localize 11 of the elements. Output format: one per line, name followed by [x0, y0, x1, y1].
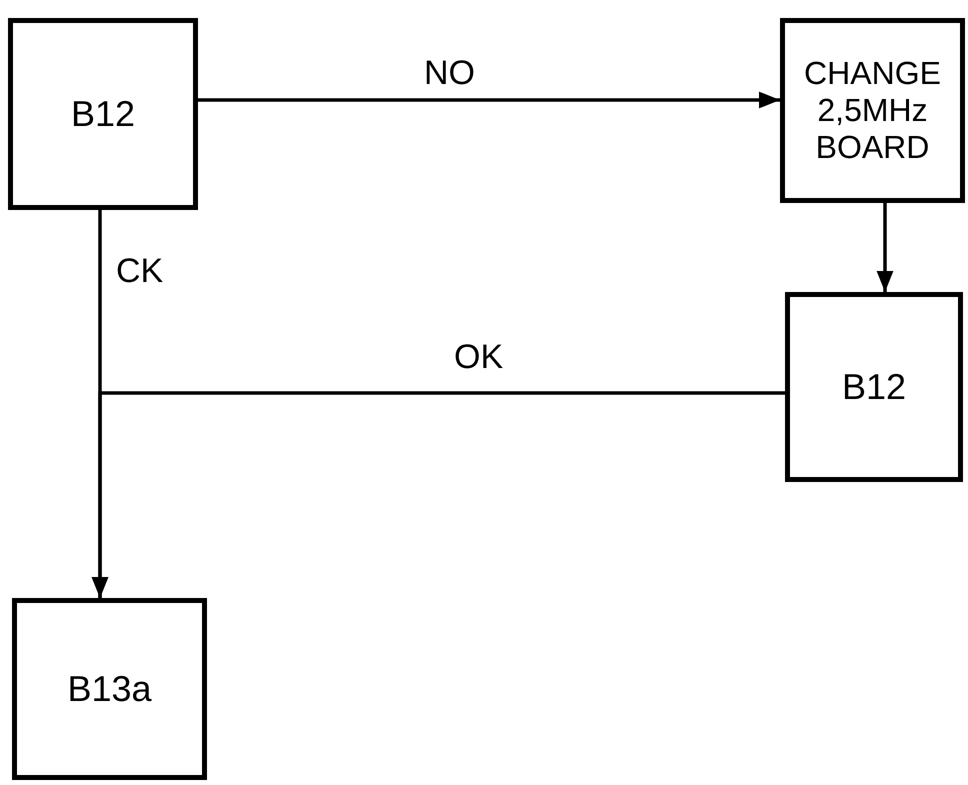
box-label: B12 [70, 96, 136, 132]
arrow [876, 203, 894, 292]
arrow [92, 391, 785, 598]
box-label: B12 [842, 369, 906, 405]
arrow [198, 92, 780, 108]
box-label: B13a [67, 671, 152, 707]
process-box [780, 18, 965, 203]
process-box [785, 292, 963, 482]
process-box [12, 598, 207, 780]
process-box [8, 18, 198, 210]
box-label: CHANGE 2,5MHz BOARD [803, 55, 942, 166]
